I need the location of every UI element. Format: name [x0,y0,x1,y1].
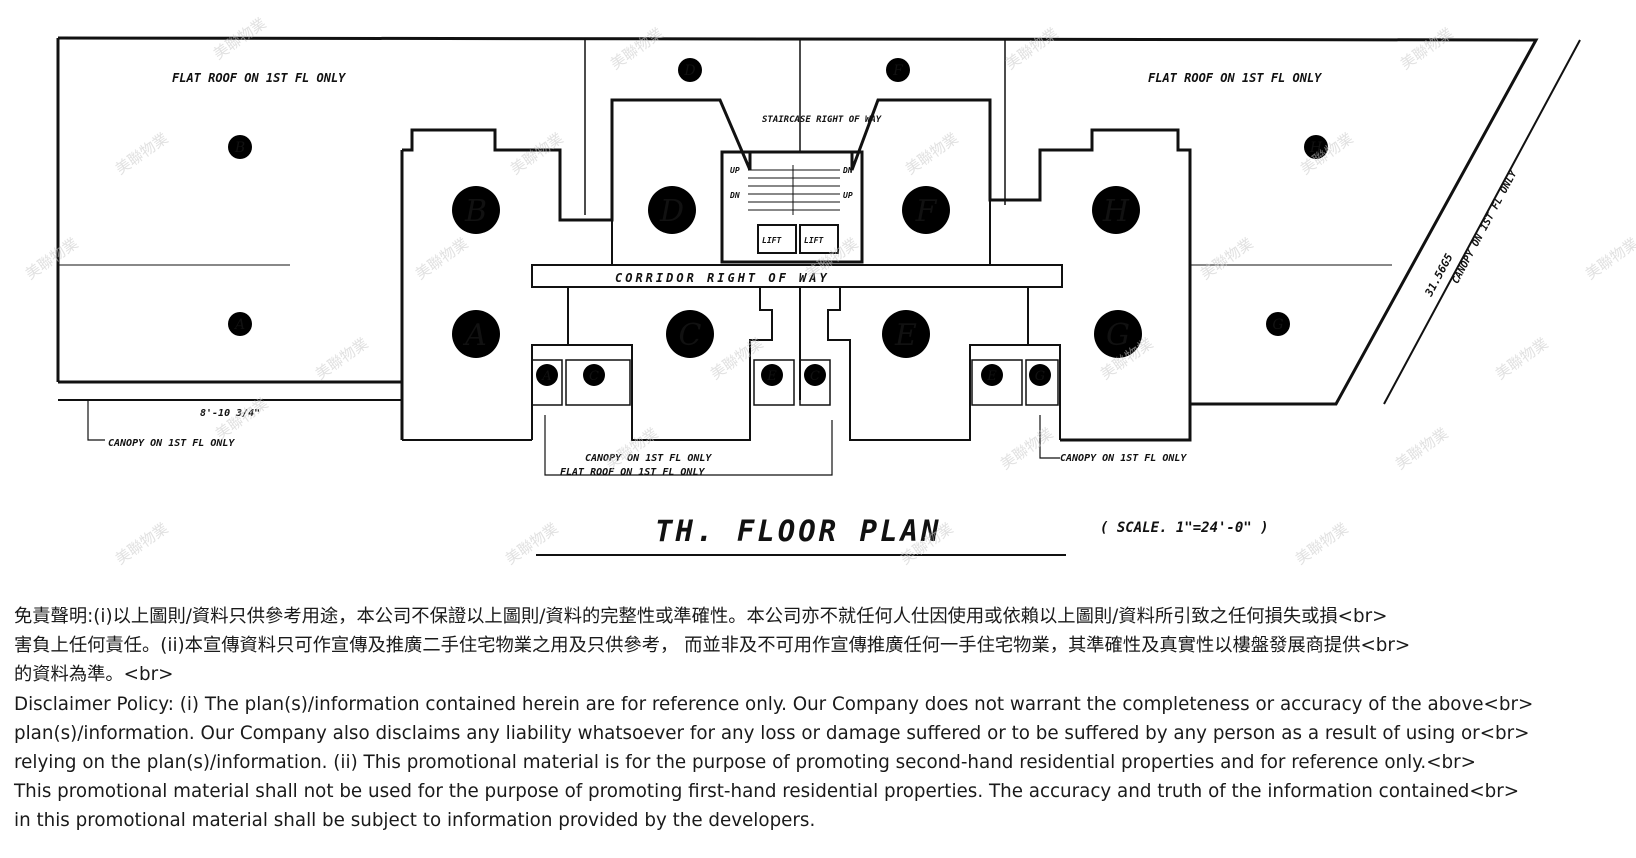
small-room-c-right [799,359,831,406]
dim-left-label: 8'-10 3/4" [200,408,260,419]
canopy-right-label: CANOPY ON 1ST FL ONLY [1060,453,1187,464]
canopy-center-label: CANOPY ON 1ST FL ONLY [585,453,712,464]
corridor-label: CORRIDOR RIGHT OF WAY [615,271,830,285]
small-label-h: H [1309,140,1323,156]
svg-text:美聯物業: 美聯物業 [22,234,81,283]
flat-roof-center-label: FLAT ROOF ON 1ST FL ONLY [560,467,705,478]
canopy-bracket-right [1039,415,1060,459]
small-room-e [971,359,1023,406]
svg-text:美聯物業: 美聯物業 [412,234,471,283]
svg-text:美聯物業: 美聯物業 [502,519,561,568]
unit-label-f: F [915,194,938,229]
small-rooms-right [827,287,1061,441]
svg-text:美聯物業: 美聯物業 [112,129,171,178]
disclaimer-en-line: relying on the plan(s)/information. (ii)… [14,752,1476,774]
disclaimer-zh-line: 害負上任何責任。(ii)本宣傳資料只可作宣傳及推廣二手住宅物業之用及只供參考， … [14,635,1411,657]
dim-right-label: 31.56G5 [1422,251,1456,299]
lift-2-label: LIFT [804,236,824,245]
small-room-a [531,359,563,406]
block-left-wall [402,98,752,222]
stair-core [720,150,864,264]
svg-text:美聯物業: 美聯物業 [707,334,766,383]
unit-label-d: D [659,194,684,229]
unit-label-g: G [1106,318,1130,353]
disclaimer-en-line: plan(s)/information. Our Company also di… [14,722,1530,744]
svg-text:美聯物業: 美聯物業 [902,129,961,178]
small-label-c-2: C [589,369,599,384]
svg-text:美聯物業: 美聯物業 [112,519,171,568]
small-label-b: B [234,140,245,156]
svg-text:美聯物業: 美聯物業 [1397,24,1456,73]
small-room-c [565,359,631,406]
dn-1-label: DN [729,191,740,200]
unit-circles-large [452,186,1142,358]
flat-roof-left-label: FLAT ROOF ON 1ST FL ONLY [172,71,346,85]
small-label-g-2: G [1035,369,1045,384]
svg-text:美聯物業: 美聯物業 [1297,129,1356,178]
up-2-label: UP [843,191,853,200]
svg-text:美聯物業: 美聯物業 [312,334,371,383]
lift-1-label: LIFT [762,236,782,245]
small-label-f: F [892,63,904,79]
svg-text:美聯物業: 美聯物業 [607,24,666,73]
unit-label-c: C [679,318,702,353]
unit-circles-small [228,58,1328,386]
small-label-a: A [233,317,245,333]
disclaimer-en-line: in this promotional material shall be su… [14,810,816,832]
small-room-e-left [753,359,795,406]
small-label-e-2: E [766,369,777,384]
disclaimer-en-line: This promotional material shall not be u… [14,781,1520,803]
small-label-a-2: A [541,369,551,384]
watermarks: 美聯物業 美聯物業 美聯物業 美聯物業 美聯物業 美聯物業 美聯物業 美聯物業 … [22,14,1636,568]
staircase-label: STAIRCASE RIGHT OF WAY [762,115,882,125]
svg-text:美聯物業: 美聯物業 [507,129,566,178]
small-label-c-3: C [810,369,820,384]
unit-label-e: E [894,318,917,353]
svg-text:美聯物業: 美聯物業 [997,424,1056,473]
stair-treads [748,165,840,215]
svg-text:美聯物業: 美聯物業 [1002,24,1061,73]
block-right-wall [850,98,1192,442]
plan-scale: ( SCALE. 1"=24'-0" ) [1100,520,1269,536]
unit-label-b: B [464,194,487,229]
flat-roof-right-label: FLAT ROOF ON 1ST FL ONLY [1148,71,1322,85]
disclaimer-text: 免責聲明:(i)以上圖則/資料只供參考用途，本公司不保證以上圖則/資料的完整性或… [14,602,1624,836]
canopy-bracket-center [544,415,833,476]
lift-1 [757,224,797,254]
small-room-g [1025,359,1059,406]
svg-text:美聯物業: 美聯物業 [1197,234,1256,283]
small-label-g: G [1272,317,1283,333]
small-label-e-3: E [986,369,997,384]
svg-text:美聯物業: 美聯物業 [1492,334,1551,383]
canopy-diagonal-label: CANOPY ON 1ST FL ONLY [1450,168,1520,286]
svg-text:美聯物業: 美聯物業 [1582,234,1636,283]
floor-plan-drawing: B D F H A C E G B D F H A G A C E C E G … [22,14,1636,568]
svg-text:美聯物業: 美聯物業 [1292,519,1351,568]
outer-wall [57,36,1539,406]
small-label-d: D [683,63,695,79]
disclaimer-en-line: Disclaimer Policy: (i) The plan(s)/infor… [14,693,1534,715]
corridor [531,264,1063,288]
unit-label-a: A [462,318,487,353]
unit-label-h: H [1102,194,1130,229]
dn-2-label: DN [842,166,853,175]
disclaimer-zh-line: 免責聲明:(i)以上圖則/資料只供參考用途，本公司不保證以上圖則/資料的完整性或… [14,606,1388,627]
svg-text:美聯物業: 美聯物業 [1392,424,1451,473]
diagonal-canopy [1383,39,1581,405]
small-rooms-left [531,287,773,441]
canopy-left-label: CANOPY ON 1ST FL ONLY [108,438,235,449]
canopy-bracket-left [87,400,105,441]
plan-title: TH. FLOOR PLAN [655,514,941,548]
up-1-label: UP [730,166,740,175]
disclaimer-zh-line: 的資料為準。<br> [14,664,174,686]
lift-2 [799,224,839,254]
